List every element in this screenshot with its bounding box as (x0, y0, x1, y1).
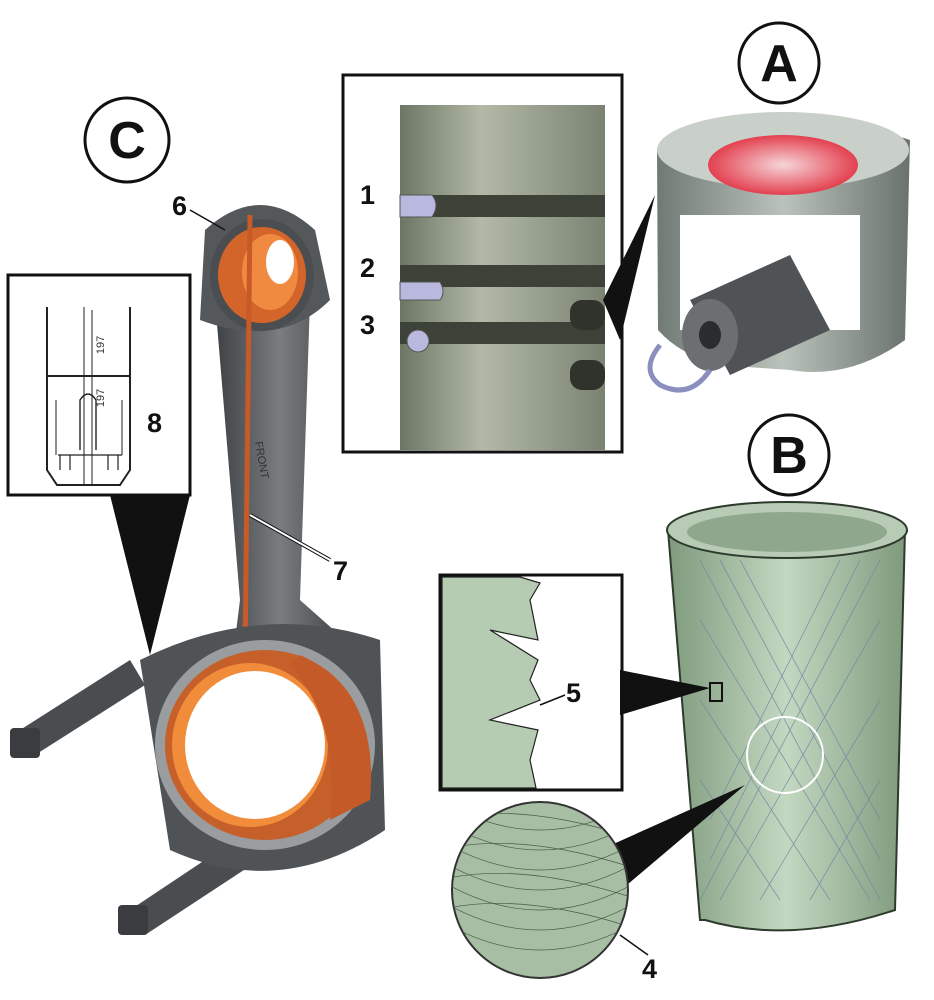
callout-5: 5 (566, 678, 581, 708)
oil-channel (242, 214, 253, 661)
callout-6-leader (189, 209, 226, 231)
inset-8-pointer (110, 495, 190, 655)
inset-8-rod-marking-detail: 197 197 8 (6, 273, 192, 655)
ring-1 (399, 194, 437, 218)
piston-bowl (708, 135, 858, 195)
section-a-badge (737, 21, 821, 105)
inset-piston-rings: 1 2 3 (341, 73, 655, 454)
ring-2 (399, 281, 444, 301)
inset-4-honing-pattern: 4 (451, 785, 745, 984)
callout-2: 2 (360, 253, 375, 283)
callout-7-leader-inner (249, 514, 331, 561)
section-c-label: C (108, 112, 146, 170)
section-a: A (647, 21, 910, 393)
circlip (647, 343, 713, 393)
inset-5-pointer (620, 670, 710, 715)
inset-4-pointer (600, 785, 745, 895)
inset-8-mark-upper: 197 (95, 336, 107, 354)
ring-3 (406, 329, 430, 353)
callout-4: 4 (642, 954, 657, 984)
callout-7: 7 (333, 556, 348, 586)
piston-pin (682, 255, 830, 375)
cylinder-liner (666, 501, 908, 932)
callout-3: 3 (360, 310, 375, 340)
section-c: C FRONT (10, 96, 385, 935)
section-b-label: B (770, 427, 808, 485)
callout-1: 1 (360, 180, 375, 210)
callout-8: 8 (147, 408, 162, 438)
section-a-label: A (760, 35, 798, 93)
section-b-badge (747, 413, 831, 497)
piston-rings (399, 194, 444, 353)
section-c-badge (83, 96, 171, 184)
callout-5-leader (539, 694, 566, 706)
inset-8-mark-lower: 197 (95, 389, 107, 407)
connecting-rod: FRONT (10, 205, 385, 935)
piston (647, 112, 910, 393)
rod-bolt-upper (10, 660, 145, 758)
inset-rings-pointer (603, 195, 655, 340)
inset-5-surface-profile: 5 (438, 573, 710, 792)
callout-4-leader (619, 934, 649, 956)
section-b: B (666, 413, 908, 932)
callout-6: 6 (172, 191, 187, 221)
